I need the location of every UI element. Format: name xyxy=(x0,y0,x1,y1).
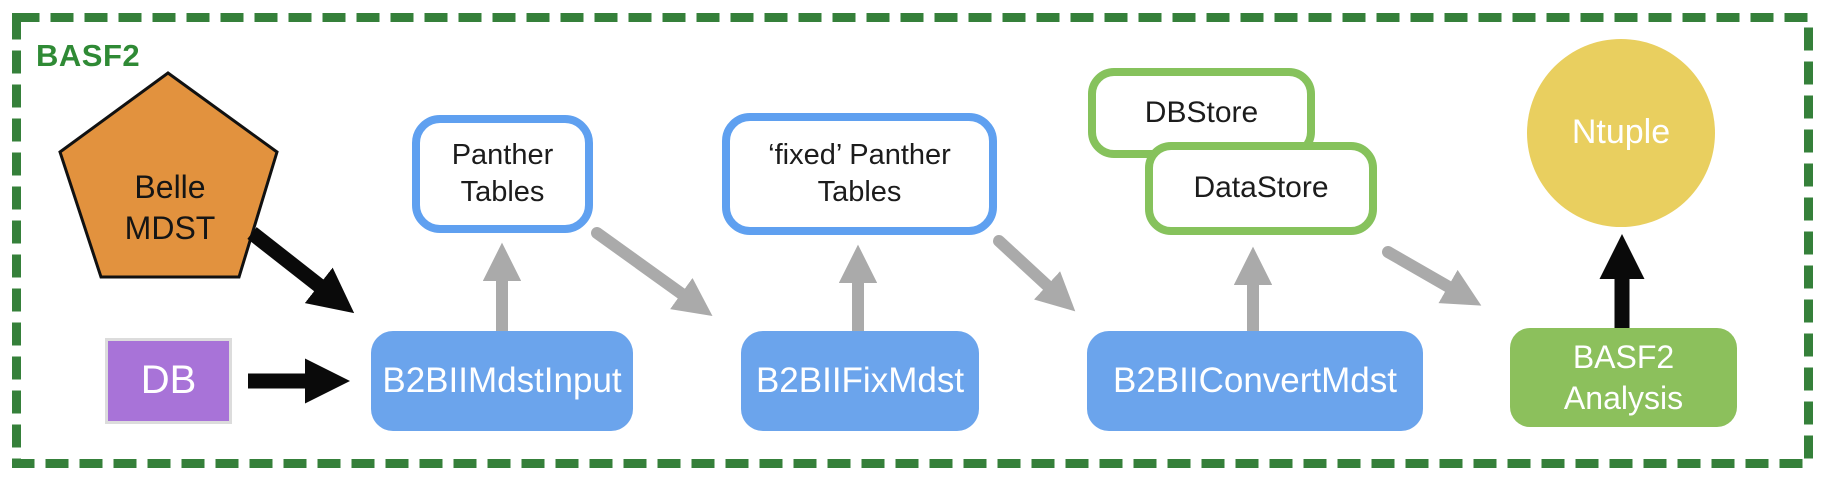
arrow-panther-tables-to-fixmdst xyxy=(591,227,713,316)
arrow-belle-mdst-to-b2biimdstinput xyxy=(247,227,355,314)
node-b2bii-convert-mdst-label: B2BIIConvertMdst xyxy=(1113,360,1397,400)
arrow-fixed-panther-to-convertmdst xyxy=(993,235,1076,312)
node-basf2-analysis: BASF2 Analysis xyxy=(1510,328,1737,427)
node-dbstore-label: DBStore xyxy=(1144,95,1259,129)
node-ntuple-label: Ntuple xyxy=(1571,113,1671,152)
node-ntuple: Ntuple xyxy=(1527,39,1715,227)
node-datastore-label: DataStore xyxy=(1193,171,1329,205)
node-fixed-panther-tables-label: ‘fixed’ Panther Tables xyxy=(768,138,951,208)
node-panther-tables: Panther Tables xyxy=(412,115,593,233)
belle-mdst-pentagon xyxy=(58,71,279,279)
node-datastore: DataStore xyxy=(1145,142,1377,235)
node-b2bii-fix-mdst: B2BIIFixMdst xyxy=(741,331,979,431)
node-db-label: DB xyxy=(140,358,197,403)
node-fixed-panther-tables: ‘fixed’ Panther Tables xyxy=(722,113,997,235)
node-b2bii-fix-mdst-label: B2BIIFixMdst xyxy=(755,360,965,400)
node-panther-tables-label: Panther Tables xyxy=(451,138,554,208)
node-b2bii-convert-mdst: B2BIIConvertMdst xyxy=(1087,331,1423,431)
node-basf2-analysis-label: BASF2 Analysis xyxy=(1563,338,1684,416)
node-b2bii-mdst-input: B2BIIMdstInput xyxy=(371,331,633,431)
basf2-framework-title: BASF2 xyxy=(36,38,141,73)
node-db: DB xyxy=(105,338,232,424)
basf2-boundary-border xyxy=(12,13,1813,468)
node-b2bii-mdst-input-label: B2BIIMdstInput xyxy=(382,360,622,400)
arrow-datastore-to-analysis xyxy=(1382,246,1482,306)
node-belle-mdst-label: Belle MDST xyxy=(124,169,216,246)
